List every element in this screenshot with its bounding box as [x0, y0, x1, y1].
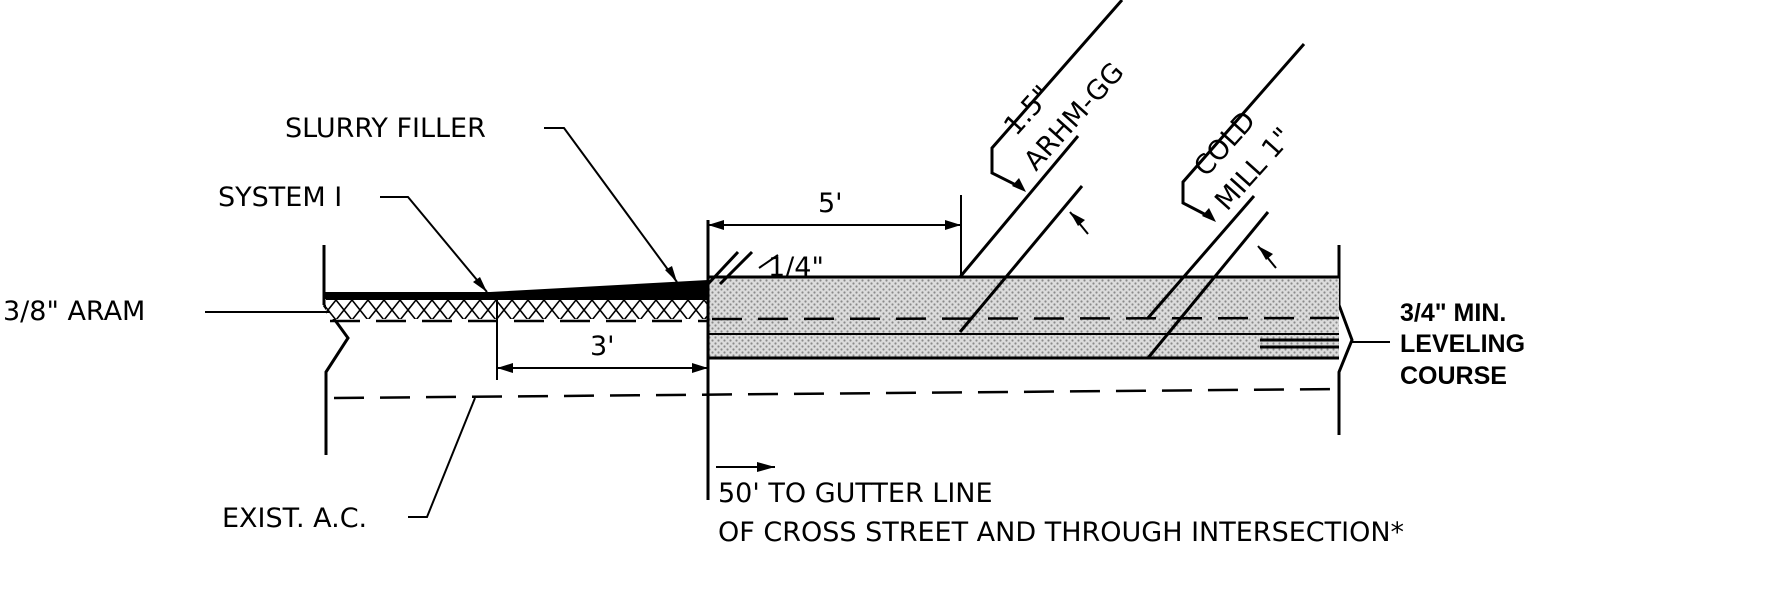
quarter-inch-tick-1 — [706, 250, 740, 286]
leveling-course-layer — [708, 334, 1339, 358]
right-break-line — [1337, 304, 1354, 435]
slurry-filler-leader — [544, 127, 678, 283]
cold-mill-callout — [1146, 43, 1306, 359]
dimension-5ft — [708, 195, 962, 275]
cold-mill-line-2 — [1146, 211, 1270, 359]
exist-ac-label: EXIST. A.C. — [222, 503, 367, 534]
exist-ac-bottom-dashed-line — [333, 387, 1340, 400]
left-leaders — [205, 127, 1390, 518]
left-break-line — [322, 304, 350, 455]
cold-mill-leader — [1181, 43, 1306, 220]
overlay-layers — [708, 275, 1340, 360]
system-1-leader — [380, 196, 488, 293]
dimension-3ft — [497, 363, 708, 373]
dimension-quarter-inch-label: 1/4" — [768, 252, 824, 283]
leveling-course-label-line-2: LEVELING — [1400, 330, 1525, 358]
slurry-filler-wedge — [324, 280, 708, 299]
leveling-course-label-line-3: COURSE — [1400, 362, 1507, 390]
dimension-3ft-label: 3' — [590, 331, 615, 362]
gutter-direction-arrow — [716, 462, 775, 472]
arhm-gg-layer — [708, 277, 1339, 334]
exist-ac-leader — [408, 397, 476, 518]
arhm-gg-thickness-line-2 — [958, 185, 1084, 333]
aram-label: 3/8" ARAM — [3, 296, 145, 327]
dimension-5ft-label: 5' — [818, 188, 843, 219]
cold-mill-line-1 — [1146, 195, 1256, 319]
arhm-gg-callout — [958, 0, 1124, 333]
arhm-gg-leader — [990, 0, 1124, 190]
quarter-inch-tick-2 — [718, 250, 754, 286]
system-1-label: SYSTEM I — [218, 182, 342, 213]
slurry-filler-label: SLURRY FILLER — [285, 113, 486, 144]
arhm-gg-thickness-line-1 — [958, 135, 1080, 278]
cold-mill-dashed-line — [711, 316, 1340, 321]
aram-hatch — [326, 299, 708, 319]
gutter-note-line-2: OF CROSS STREET AND THROUGH INTERSECTION… — [718, 517, 1404, 548]
aram-layer — [326, 298, 708, 380]
leveling-course-label-line-1: 3/4" MIN. — [1400, 299, 1506, 327]
gutter-note-line-1: 50' TO GUTTER LINE — [718, 478, 993, 509]
